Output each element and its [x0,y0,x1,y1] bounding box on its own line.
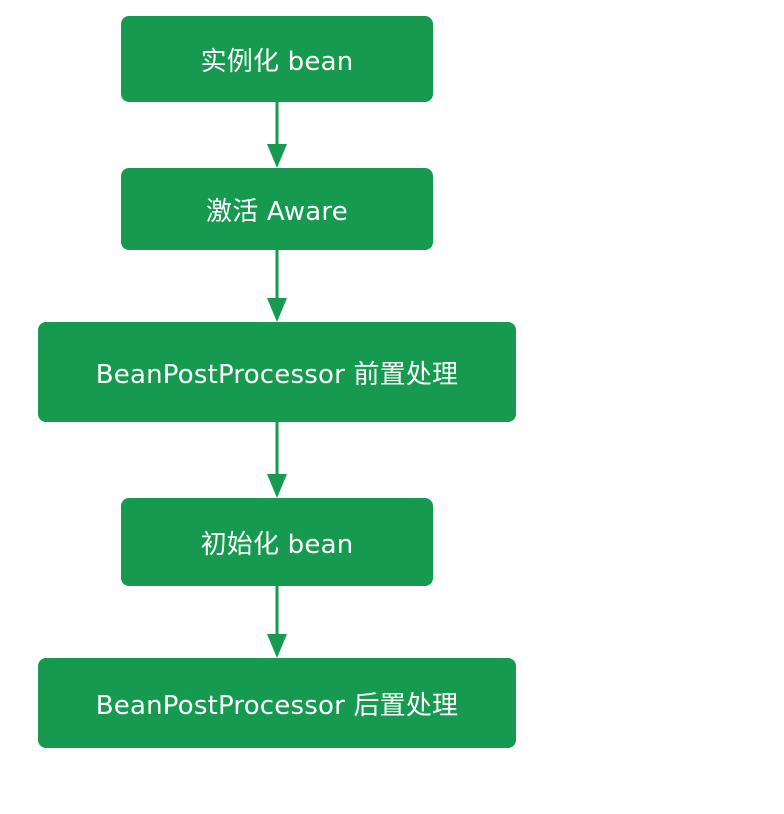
edge-before-to-init [267,422,287,498]
arrowhead-icon [267,298,287,322]
node-beanpostprocessor-after: BeanPostProcessor 后置处理 [38,658,516,748]
arrowhead-icon [267,634,287,658]
node-label: 初始化 bean [200,529,354,560]
node-instantiate-bean: 实例化 bean [121,16,433,102]
node-label: 实例化 bean [200,46,354,77]
node-beanpostprocessor-before: BeanPostProcessor 前置处理 [38,322,516,422]
arrowhead-icon [267,474,287,498]
node-label: 激活 Aware [206,196,348,227]
edge-init-to-after [267,586,287,658]
node-label: BeanPostProcessor 前置处理 [95,359,459,390]
node-label: BeanPostProcessor 后置处理 [95,690,459,721]
node-initialize-bean: 初始化 bean [121,498,433,586]
node-activate-aware: 激活 Aware [121,168,433,250]
arrowhead-icon [267,144,287,168]
edge-aware-to-before [267,250,287,322]
edge-instantiate-to-aware [267,102,287,168]
